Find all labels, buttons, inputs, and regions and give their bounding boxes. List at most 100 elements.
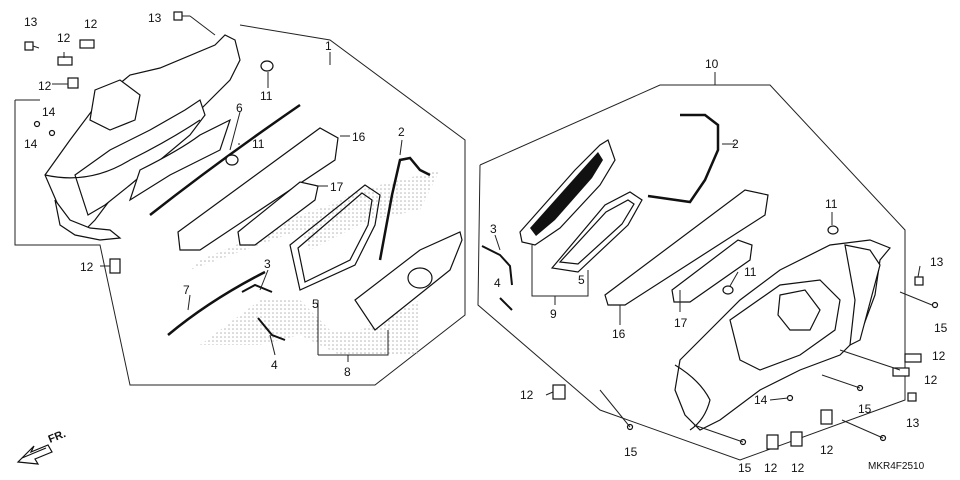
front-direction-arrow: FR.	[16, 428, 68, 465]
callout-12-right-c: 12	[520, 388, 534, 402]
callout-14-a: 14	[42, 105, 56, 119]
lens-frame-9-inner	[530, 152, 603, 236]
callout-6: 6	[236, 101, 243, 115]
cover-panel-hole	[407, 267, 433, 289]
callout-12-d: 12	[80, 260, 94, 274]
callout-14-right: 14	[754, 393, 768, 407]
callout-15-e: 15	[738, 461, 752, 475]
wire-4-right	[499, 297, 513, 311]
foam-pad-17-right	[671, 239, 753, 303]
seal-strip-7	[167, 270, 266, 336]
callout-11-top: 11	[260, 89, 273, 103]
callout-15-b: 15	[858, 402, 872, 416]
callout-4-left: 4	[271, 358, 278, 372]
callout-13-right-low: 13	[906, 416, 920, 430]
grommet-11-right-mid	[722, 285, 734, 295]
callout-5-right: 5	[578, 273, 585, 287]
screw-14-a	[33, 120, 41, 128]
foam-pad-16	[177, 127, 339, 251]
wire-3-left	[241, 283, 273, 293]
clip-12-right-d	[766, 434, 779, 450]
leaders-right	[494, 143, 933, 443]
gasket-frame-5-inner	[297, 192, 373, 283]
callout-12-a: 12	[57, 31, 71, 45]
group-outline-left	[14, 24, 466, 386]
rear-fender-brace-right	[777, 289, 821, 331]
callout-13-right-top: 13	[930, 255, 944, 269]
callout-1: 1	[325, 39, 332, 53]
callout-15-d: 15	[624, 445, 638, 459]
wire-seal-2-right	[647, 113, 720, 204]
callout-8: 8	[344, 365, 351, 379]
leaders-left	[52, 15, 403, 362]
grommet-11-right-top	[827, 225, 839, 235]
callout-5-left: 5	[312, 297, 319, 311]
rear-fender-tail	[54, 199, 122, 241]
callout-11-mid: 11	[252, 137, 265, 151]
callout-12-b: 12	[84, 17, 98, 31]
callout-3-left: 3	[264, 257, 271, 271]
callout-12-right-f: 12	[820, 443, 834, 457]
seal-strip-6	[149, 103, 301, 216]
wing-logo-texture-2	[200, 300, 420, 355]
clip-12-c	[67, 77, 79, 89]
callout-17-left: 17	[330, 180, 344, 194]
rear-fender-rail-right	[674, 364, 711, 431]
clip-12-right-c	[552, 384, 566, 400]
wire-4-left	[257, 317, 286, 341]
gasket-frame-5-right-inner	[558, 199, 635, 265]
callout-12-right-b: 12	[924, 373, 938, 387]
clip-12-a	[57, 56, 73, 66]
bolt-13-top	[173, 11, 190, 21]
callout-7: 7	[183, 283, 190, 297]
screw-14-right	[786, 394, 794, 402]
foam-pad-17	[237, 181, 319, 246]
callout-15-a: 15	[934, 321, 948, 335]
callout-12-right-a: 12	[932, 349, 946, 363]
callout-9: 9	[550, 307, 557, 321]
callout-11-right-mid: 11	[744, 265, 757, 279]
gasket-frame-5-right	[550, 191, 643, 273]
clip-12-right-f	[820, 409, 833, 425]
callout-16-right: 16	[612, 327, 626, 341]
bolt-13-left	[24, 41, 40, 51]
rear-fender-flare	[128, 118, 232, 202]
callout-17-right: 17	[674, 316, 688, 330]
rear-fender-frame	[44, 119, 201, 179]
callout-16-left: 16	[352, 130, 366, 144]
arrow-icon	[16, 444, 53, 465]
front-direction-label: FR.	[47, 428, 68, 446]
callout-10: 10	[705, 57, 719, 71]
clip-12-d	[109, 258, 121, 274]
callout-2-right: 2	[732, 137, 739, 151]
callout-11-right-top: 11	[825, 197, 838, 211]
clip-12-b	[79, 39, 95, 49]
grommet-11-mid	[225, 154, 239, 166]
clip-12-right-e	[790, 431, 803, 447]
callout-14-b: 14	[24, 137, 38, 151]
gasket-frame-5	[289, 184, 381, 291]
rear-fender-inner	[74, 99, 206, 216]
bolt-13-right-top	[914, 276, 924, 286]
callout-12-right-d: 12	[764, 461, 778, 475]
callout-13-top: 13	[148, 11, 162, 25]
clip-12-right-b	[892, 367, 910, 377]
callout-13-left: 13	[24, 15, 38, 29]
rear-fender-fin-right	[844, 244, 881, 347]
bolt-13-right-low	[907, 392, 917, 402]
wire-3-right	[481, 245, 513, 286]
screw-15-a	[931, 301, 939, 309]
right-assembly: 10 2 3 4 5 9 11 11 16 17 13 15 12 12 12 …	[477, 57, 948, 475]
callout-12-c: 12	[38, 79, 52, 93]
wire-seal-2	[378, 156, 431, 261]
left-assembly: 1 13 13 12 12 12 11 6 11 14 14 16 2 17 1…	[14, 11, 466, 386]
diagram-code: MKR4F2510	[868, 461, 925, 472]
callout-3-right: 3	[490, 222, 497, 236]
grommet-11-top	[260, 60, 274, 72]
clip-12-right-a	[904, 353, 922, 363]
rear-fender-bracket	[89, 79, 141, 131]
group-outline-right	[477, 84, 906, 461]
callout-12-right-e: 12	[791, 461, 805, 475]
screw-14-b	[48, 129, 56, 137]
